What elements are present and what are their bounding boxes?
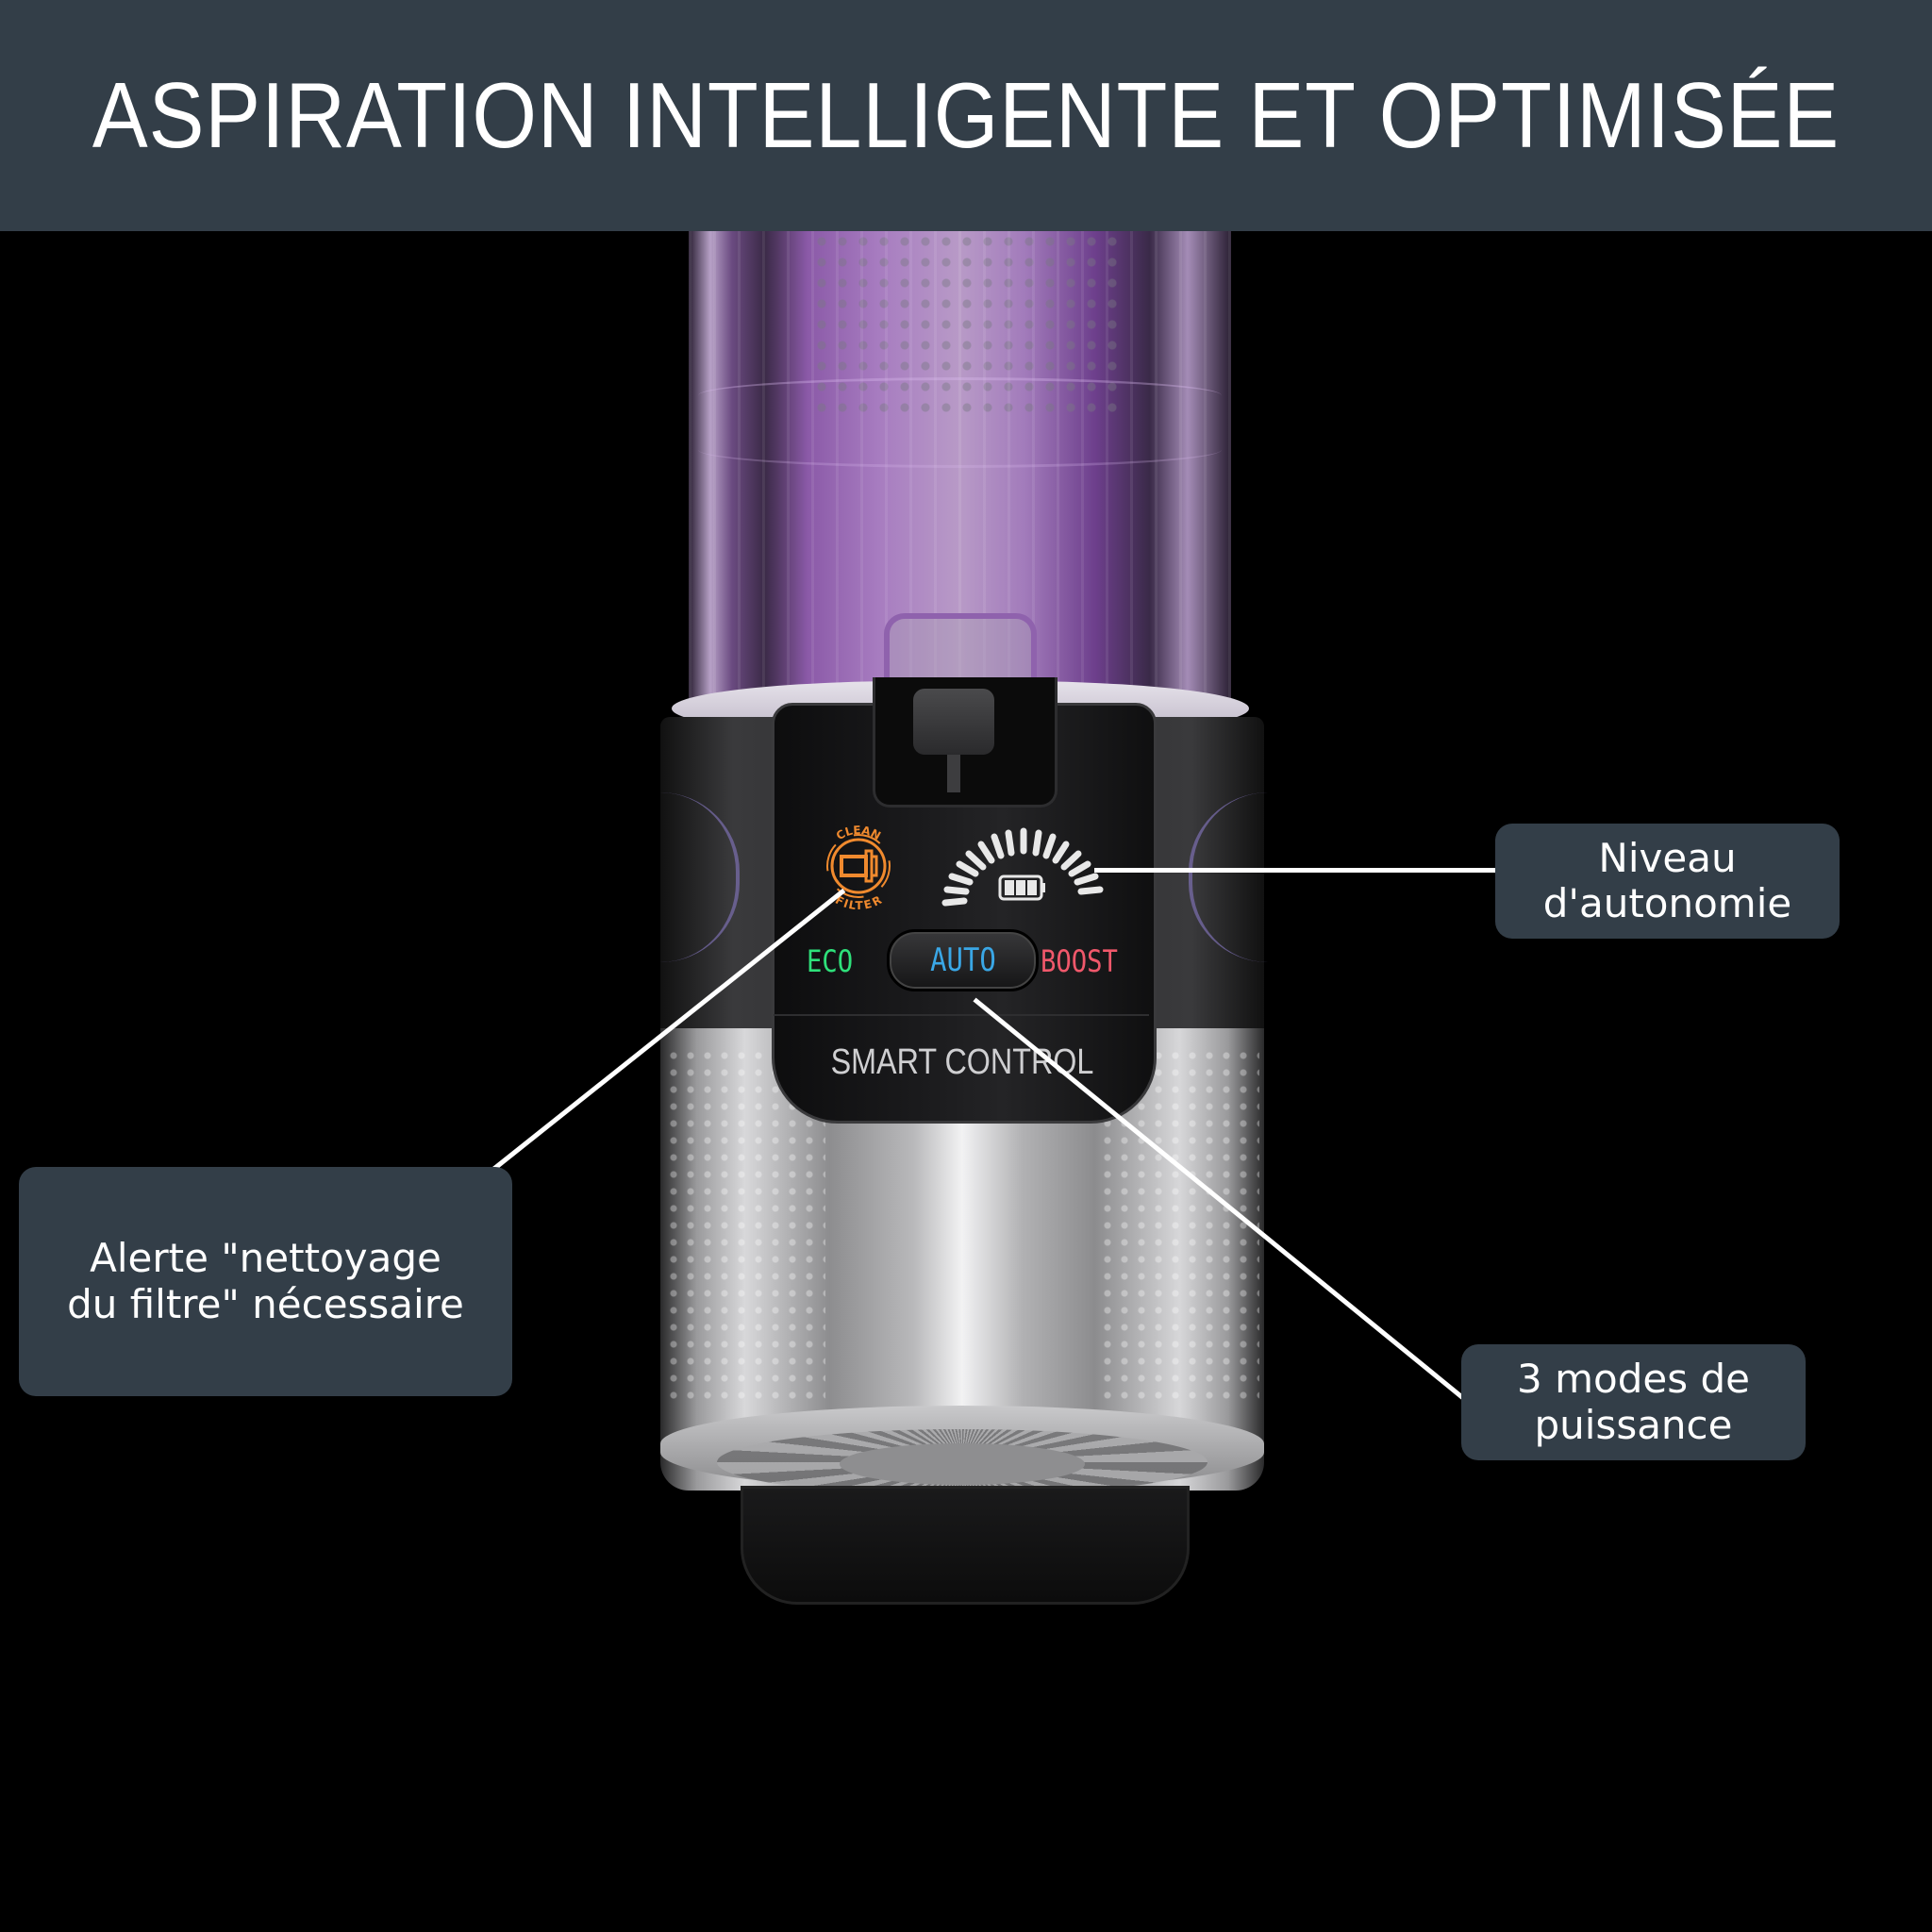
callout-power-modes: 3 modes de puissance [1461,1344,1806,1460]
panel-divider [774,1014,1149,1016]
callout-line: 3 modes de [1517,1356,1750,1403]
battery-level-gauge-icon [934,816,1113,910]
svg-text:CLEAN: CLEAN [834,824,883,842]
leader-line-battery [1094,868,1495,873]
clean-filter-icon: CLEAN FILTER [811,819,906,913]
callout-line: puissance [1534,1401,1733,1448]
header-banner: ASPIRATION INTELLIGENTE ET OPTIMISÉE [0,0,1932,231]
smart-control-label: SMART CONTROL [830,1042,1094,1082]
callout-battery-level: Niveau d'autonomie [1495,824,1840,939]
bin-release-button[interactable] [913,689,994,755]
callout-line: Niveau [1598,834,1737,881]
vent-center [840,1443,1085,1485]
release-button-stem [947,755,960,792]
callout-filter-alert: Alerte "nettoyage du filtre" nécessaire [19,1167,512,1396]
mode-eco-label: ECO [807,943,854,979]
bin-ribs [689,231,1231,722]
side-accent-right [1189,792,1268,962]
dust-bin [689,231,1231,722]
bin-latch [884,613,1037,685]
callout-line: d'autonomie [1542,880,1792,926]
base-foot [741,1486,1190,1605]
svg-text:FILTER: FILTER [833,893,884,912]
mode-boost-label: BOOST [1041,943,1118,979]
mode-auto-button[interactable]: AUTO [887,929,1039,991]
callout-line: Alerte "nettoyage [90,1235,441,1282]
side-accent-left [660,792,740,962]
page-title: ASPIRATION INTELLIGENTE ET OPTIMISÉE [92,63,1840,167]
mode-auto-label: AUTO [929,941,996,979]
bin-band [698,377,1222,468]
callout-line: du filtre" nécessaire [67,1280,464,1327]
